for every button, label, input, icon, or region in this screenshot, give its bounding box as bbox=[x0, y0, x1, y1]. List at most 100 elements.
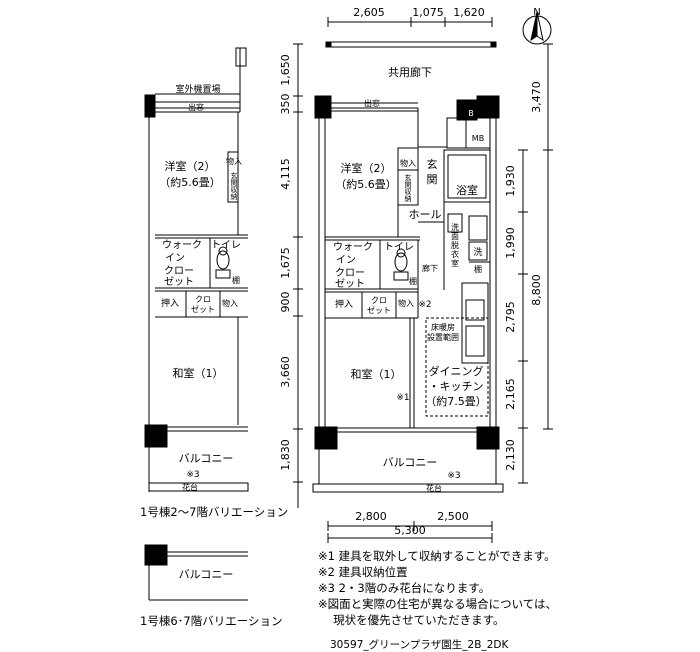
dim-left-7: 1,830 bbox=[279, 439, 292, 471]
dim-right-outer-1: 3,470 bbox=[530, 81, 543, 113]
variation1-caption: 1号棟2～7階バリエーション bbox=[140, 505, 289, 519]
var1-storage-mid: 物入 bbox=[222, 298, 238, 308]
closet-2: ゼット bbox=[367, 305, 391, 315]
footer-label: 30597_グリーンプラザ園生_2B_2DK bbox=[330, 639, 509, 651]
washroom-2: 面 bbox=[451, 232, 459, 241]
note-4: ※図面と実際の住宅が異なる場合については、 bbox=[318, 597, 558, 611]
dim-left-4: 1,675 bbox=[279, 247, 292, 279]
storage-top-label: 物入 bbox=[400, 158, 416, 168]
var1-shoe-4: 納 bbox=[231, 192, 238, 201]
compass-icon bbox=[522, 11, 552, 45]
mark1-label: ※1 bbox=[396, 393, 409, 403]
dining-2: ・キッチン bbox=[429, 380, 484, 393]
shoe-storage-2: 関 bbox=[405, 181, 412, 189]
dim-right-outer-2: 8,800 bbox=[530, 274, 543, 306]
corridor-label: 共用廊下 bbox=[388, 65, 432, 79]
dim-left-5: 900 bbox=[279, 292, 292, 313]
var1-western-room: 洋室（2） bbox=[165, 159, 216, 173]
note-1: ※1 建具を取外して収納することができます。 bbox=[318, 549, 556, 563]
washroom-3: 脱 bbox=[451, 240, 459, 250]
shoe-storage-4: 納 bbox=[405, 194, 412, 203]
washroom-5: 室 bbox=[451, 258, 459, 268]
var1-oshiire: 押入 bbox=[161, 297, 179, 309]
var1-storage: 物入 bbox=[226, 156, 242, 166]
top-wall-strip bbox=[325, 41, 497, 48]
dim-left-3: 4,115 bbox=[279, 158, 292, 190]
var1-outdoor-unit: 室外機置場 bbox=[175, 83, 220, 95]
dim-bottom-2: 2,500 bbox=[437, 510, 469, 523]
var1-walkin-2: イン bbox=[165, 253, 185, 264]
var1-japanese-room: 和室（1） bbox=[173, 366, 224, 380]
var1-shoe-3: 収 bbox=[231, 186, 238, 194]
floor-heating-2: 設置範囲 bbox=[427, 332, 459, 342]
variation2-caption: 1号棟6･7階バリエーション bbox=[140, 614, 283, 628]
window-label: 出窓 bbox=[364, 98, 380, 108]
mb-label: MB bbox=[472, 134, 484, 143]
var1-closet-1: クロ bbox=[195, 295, 211, 304]
western-room-size: （約5.6畳） bbox=[335, 177, 397, 191]
shoe-storage-3: 収 bbox=[405, 188, 412, 196]
hall-label: ホール bbox=[409, 208, 442, 221]
balcony-label: バルコニー bbox=[383, 456, 438, 469]
flower-bed-label: 花台 bbox=[426, 483, 442, 493]
dim-right-inner-2: 1,990 bbox=[504, 227, 517, 259]
dim-left-2: 350 bbox=[279, 94, 292, 115]
entrance-label-1: 玄 bbox=[427, 157, 438, 171]
walkin-3: クロー bbox=[335, 267, 365, 279]
walkin-4: ゼット bbox=[335, 278, 365, 290]
entrance-label-2: 関 bbox=[427, 173, 438, 186]
main-plan-walls bbox=[312, 95, 504, 493]
dim-left-6: 3,660 bbox=[279, 356, 292, 388]
dim-right-inner-4: 2,165 bbox=[504, 378, 517, 410]
dim-bottom-total: 5,300 bbox=[394, 524, 426, 537]
washer-label: 洗 bbox=[473, 246, 482, 258]
dim-top-3: 1,620 bbox=[453, 6, 485, 19]
shelf2-label: 棚 bbox=[409, 276, 417, 286]
shoe-storage-1: 玄 bbox=[405, 173, 412, 182]
dim-top-1: 2,605 bbox=[353, 6, 385, 19]
dim-right-inner-5: 2,130 bbox=[504, 439, 517, 471]
var1-toilet: トイレ bbox=[211, 240, 241, 251]
var1-shoe-2: 関 bbox=[231, 179, 238, 187]
washroom-1: 洗 bbox=[451, 222, 459, 232]
var1-walkin-1: ウォーク bbox=[162, 239, 202, 251]
dining-1: ダイニング bbox=[429, 364, 484, 378]
washroom-4: 衣 bbox=[451, 249, 459, 259]
mark2-label: ※2 bbox=[418, 300, 431, 310]
variation1-walls bbox=[144, 47, 249, 492]
var1-shelf: 棚 bbox=[232, 275, 240, 285]
closet-1: クロ bbox=[371, 296, 387, 305]
shelf-label: 棚 bbox=[474, 264, 482, 274]
var1-mark3: ※3 bbox=[186, 470, 199, 480]
toilet-fixture bbox=[393, 252, 409, 281]
var1-balcony: バルコニー bbox=[179, 452, 234, 465]
note-2: ※2 建具収納位置 bbox=[318, 565, 408, 579]
dining-3: （約7.5畳） bbox=[425, 394, 487, 408]
var2-balcony: バルコニー bbox=[179, 568, 234, 581]
sink-fixture bbox=[396, 248, 406, 258]
dim-right-inner-3: 2,795 bbox=[504, 301, 517, 333]
western-room-label: 洋室（2） bbox=[341, 161, 392, 175]
bath-label: 浴室 bbox=[456, 183, 478, 197]
walkin-2: イン bbox=[336, 255, 356, 266]
mark3-label: ※3 bbox=[447, 471, 460, 481]
note-5: 現状を優先させていただきます。 bbox=[318, 613, 505, 627]
japanese-room-label: 和室（1） bbox=[351, 367, 402, 381]
var1-western-room-size: （約5.6畳） bbox=[159, 175, 221, 189]
var1-window: 出窓 bbox=[188, 102, 204, 112]
main-interior-walls bbox=[325, 147, 491, 428]
var1-walkin-4: ゼット bbox=[164, 276, 194, 288]
compass-label: N bbox=[533, 7, 540, 18]
dim-right-inner-1: 1,930 bbox=[504, 165, 517, 197]
var1-flower-bed: 花台 bbox=[182, 482, 198, 492]
dim-left-1: 1,650 bbox=[279, 54, 292, 86]
b-label: B bbox=[468, 109, 474, 118]
storage-mid-label: 物入 bbox=[398, 298, 414, 308]
dim-top-2: 1,075 bbox=[412, 6, 444, 19]
note-3: ※3 2・3階のみ花台になります。 bbox=[318, 581, 491, 595]
var1-walkin-3: クロー bbox=[164, 265, 194, 277]
var1-shoe-1: 玄 bbox=[231, 171, 238, 180]
var1-closet-2: ゼット bbox=[191, 304, 215, 314]
hallway-label: 廊下 bbox=[422, 263, 438, 273]
